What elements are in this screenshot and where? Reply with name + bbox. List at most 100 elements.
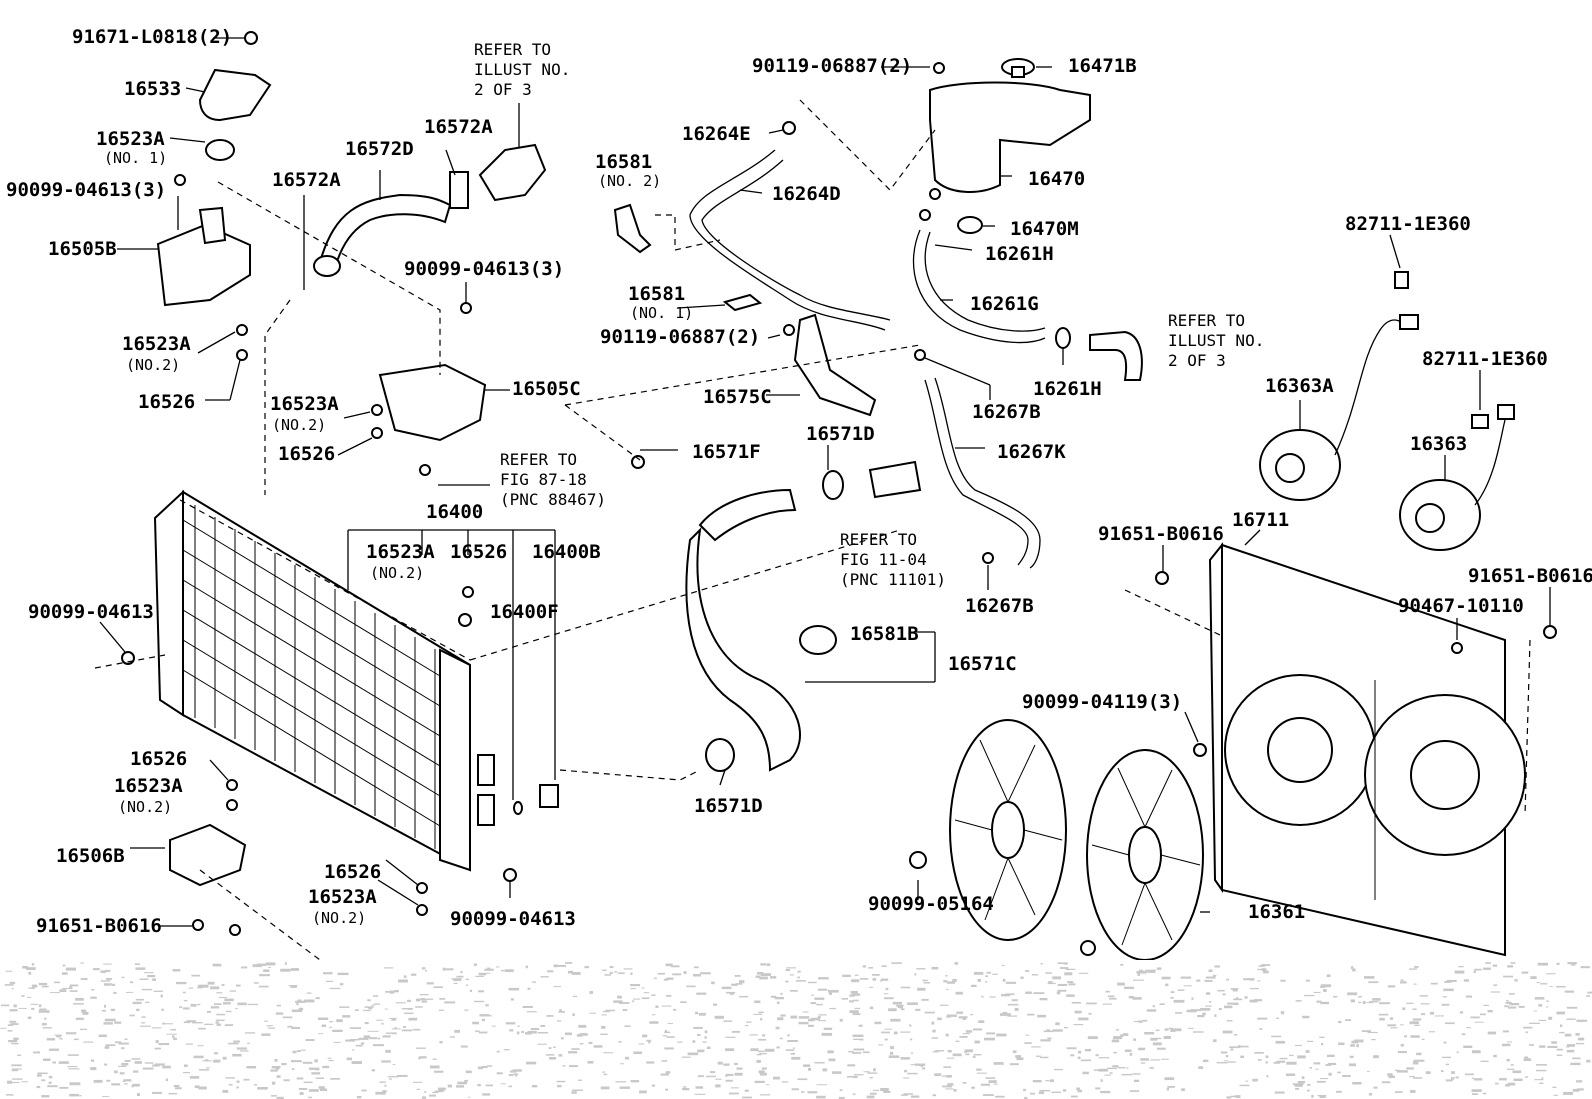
label-16261h-top: 16261H <box>985 243 1054 265</box>
label-16470: 16470 <box>1028 168 1085 190</box>
label-16523a-no1: 16523A <box>96 128 165 150</box>
bracket-16505c <box>378 363 487 442</box>
refer-fig87-line1: REFER TO <box>500 450 577 469</box>
label-16261g: 16261G <box>970 293 1039 315</box>
label-16523a-no2-c: 16523A <box>366 541 435 563</box>
label-16267b-bottom: 16267B <box>965 595 1034 617</box>
dashed-lines <box>94 99 1531 961</box>
hose-16267k <box>924 377 1041 569</box>
coolant-reservoir-16470 <box>929 58 1091 234</box>
label-16264d: 16264D <box>772 183 841 205</box>
label-16533: 16533 <box>124 78 181 100</box>
refer-fig87-line2: FIG 87-18 <box>500 470 587 489</box>
label-16571d-bottom: 16571D <box>694 795 763 817</box>
refer-fig11-line3: (PNC 11101) <box>840 570 946 589</box>
lower-hose-16571c <box>685 488 801 772</box>
bracket-16575c <box>793 313 877 417</box>
label-16400f: 16400F <box>490 601 559 623</box>
refer-notes: REFER TO ILLUST NO. 2 OF 3 REFER TO ILLU… <box>474 40 1264 589</box>
label-no2-d: (NO.2) <box>118 798 172 816</box>
label-16523a-no2-d: 16523A <box>114 775 183 797</box>
hose-16571d-fitting <box>705 460 922 772</box>
radiator-core-grid <box>182 505 441 849</box>
label-82711-1e360-b: 82711-1E360 <box>1422 348 1548 370</box>
label-90099-04613-3b: 90099-04613(3) <box>404 258 564 280</box>
label-16523a-no2-b: 16523A <box>270 393 339 415</box>
label-16575c: 16575C <box>703 386 772 408</box>
fan-motor-16363a <box>1259 314 1419 501</box>
label-no2-b: (NO.2) <box>272 416 326 434</box>
label-90099-04613-3a: 90099-04613(3) <box>6 179 166 201</box>
label-16470m: 16470M <box>1010 218 1079 240</box>
label-16267b-top: 16267B <box>972 401 1041 423</box>
fan-blade-left <box>949 719 1067 941</box>
bracket-16581 <box>613 203 763 312</box>
label-16505c: 16505C <box>512 378 581 400</box>
refer-illust-a-line3: 2 OF 3 <box>474 80 532 99</box>
label-16572a-left: 16572A <box>272 169 341 191</box>
label-no2-c: (NO.2) <box>370 564 424 582</box>
label-90099-04613-bottom: 90099-04613 <box>450 908 576 930</box>
refer-illust-a-line2: ILLUST NO. <box>474 60 570 79</box>
fan-shroud <box>1208 542 1526 957</box>
label-16523a-no2-e: 16523A <box>308 886 377 908</box>
label-16572d: 16572D <box>345 138 414 160</box>
label-90099-04119-3: 90099-04119(3) <box>1022 691 1182 713</box>
label-90119-06887-2b: 90119-06887(2) <box>600 326 760 348</box>
hose-16572a-fitting <box>449 143 547 209</box>
label-16363a: 16363A <box>1265 375 1334 397</box>
label-16581b: 16581B <box>850 623 919 645</box>
radiator-assembly <box>153 489 495 872</box>
label-16505b: 16505B <box>48 238 117 260</box>
label-90099-05164: 90099-05164 <box>868 893 994 915</box>
leader-lines <box>99 37 1551 927</box>
label-16261h-right: 16261H <box>1033 378 1102 400</box>
label-no2-a: (NO.2) <box>126 356 180 374</box>
label-16506b: 16506B <box>56 845 125 867</box>
label-91651-b0616-right: 91651-B0616 <box>1468 565 1592 587</box>
label-no1-b: (NO. 1) <box>630 304 693 322</box>
upper-hose-16264d <box>689 149 891 331</box>
refer-illust-a-line1: REFER TO <box>474 40 551 59</box>
label-16581-no2: 16581 <box>595 151 652 173</box>
refer-fig11-line1: REFER TO <box>840 530 917 549</box>
part-labels: 91671-L0818(2) 16533 16523A (NO. 1) 9009… <box>6 26 1592 937</box>
label-16267k: 16267K <box>997 441 1066 463</box>
fan-blade-right <box>1086 749 1204 961</box>
label-16471b: 16471B <box>1068 55 1137 77</box>
label-16572a-top: 16572A <box>424 116 493 138</box>
label-91671-l0818: 91671-L0818(2) <box>72 26 232 48</box>
fasteners <box>121 31 1557 956</box>
label-16400b: 16400B <box>532 541 601 563</box>
hose-16261h-right-fitting <box>1055 327 1143 381</box>
bracket-16533 <box>198 68 272 161</box>
label-no1: (NO. 1) <box>104 149 167 167</box>
label-90467-10110: 90467-10110 <box>1398 595 1524 617</box>
refer-illust-b-line3: 2 OF 3 <box>1168 351 1226 370</box>
overflow-hose-16261g <box>912 229 1046 344</box>
bracket-16505b <box>156 206 251 307</box>
refer-fig11-line2: FIG 11-04 <box>840 550 927 569</box>
label-16526-e: 16526 <box>324 861 381 883</box>
label-82711-1e360-a: 82711-1E360 <box>1345 213 1471 235</box>
refer-illust-b-line1: REFER TO <box>1168 311 1245 330</box>
refer-illust-b-line2: ILLUST NO. <box>1168 331 1264 350</box>
refer-fig87-line3: (PNC 88467) <box>500 490 606 509</box>
label-16571c: 16571C <box>948 653 1017 675</box>
label-16400: 16400 <box>426 501 483 523</box>
bracket-16506b <box>169 823 247 887</box>
label-16264e: 16264E <box>682 123 751 145</box>
fan-motor-16363 <box>1399 404 1515 551</box>
label-16526-d: 16526 <box>130 748 187 770</box>
label-16571d-top: 16571D <box>806 423 875 445</box>
label-16526-c: 16526 <box>450 541 507 563</box>
label-16581-no1: 16581 <box>628 283 685 305</box>
label-16711: 16711 <box>1232 509 1289 531</box>
label-91651-b0616-left: 91651-B0616 <box>36 915 162 937</box>
label-16526-b: 16526 <box>278 443 335 465</box>
label-16526-a: 16526 <box>138 391 195 413</box>
label-90119-06887-2a: 90119-06887(2) <box>752 55 912 77</box>
label-no2-e: (NO.2) <box>312 909 366 927</box>
label-16361: 16361 <box>1248 901 1305 923</box>
label-90099-04613-left: 90099-04613 <box>28 601 154 623</box>
